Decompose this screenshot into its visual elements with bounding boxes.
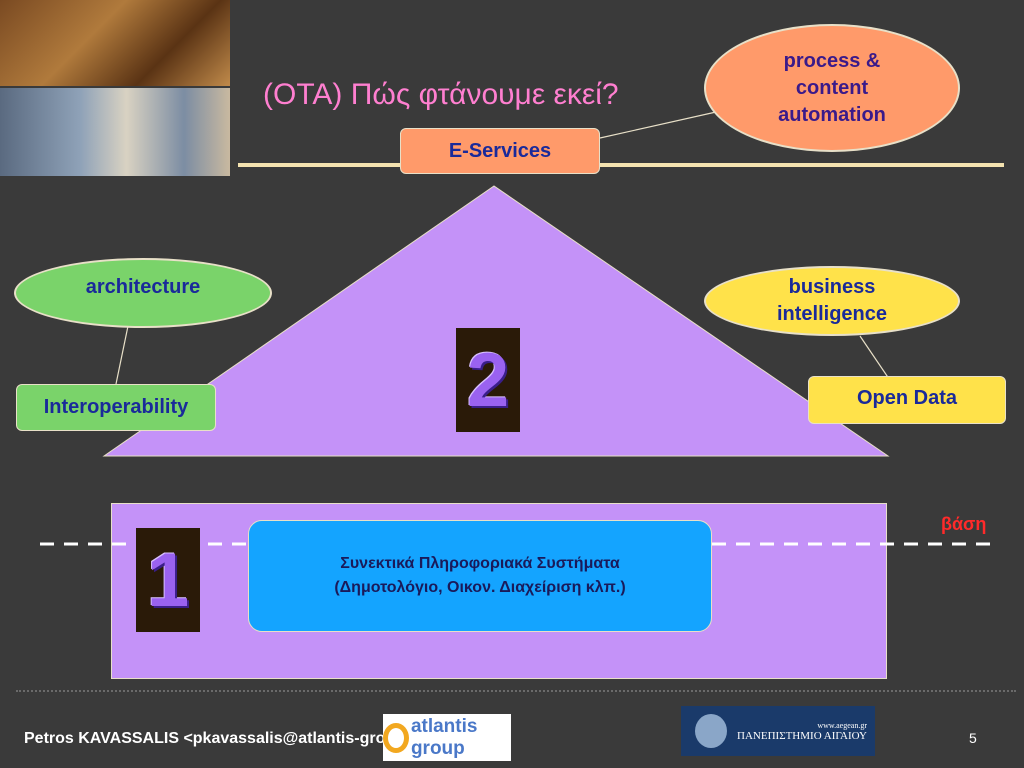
university-seal-icon	[695, 714, 727, 748]
core-systems-box: Συνεκτικά Πληροφοριακά Συστήματα (Δημοτο…	[248, 520, 712, 632]
open-data-box: Open Data	[808, 376, 1006, 424]
base-label: βάση	[941, 514, 987, 534]
roof-triangle	[102, 185, 890, 457]
slide-title: (ΟΤΑ) Πώς φτάνουμε εκεί?	[263, 78, 619, 111]
eservices-box: E-Services	[400, 128, 600, 174]
businessman-phone-photo	[0, 88, 230, 176]
interoperability-box: Interoperability	[16, 384, 216, 431]
author-credit: Petros KAVASSALIS <pkavassalis@atlantis-…	[24, 730, 435, 747]
connector-process	[599, 111, 717, 139]
atlantis-group-logo: atlantis group	[383, 714, 511, 761]
page-number: 5	[969, 730, 977, 746]
connector-architecture	[115, 325, 129, 385]
architecture-ellipse: architecture	[14, 258, 272, 328]
core-systems-line1: Συνεκτικά Πληροφοριακά Συστήματα	[340, 555, 620, 572]
atlantis-ring-icon	[383, 722, 409, 753]
footer-divider	[16, 690, 1016, 692]
core-systems-line2: (Δημοτολόγιο, Οικον. Διαχείριση κλπ.)	[334, 579, 626, 596]
level-1-number: 1	[136, 528, 200, 632]
title-divider	[238, 163, 1004, 167]
university-aegean-logo: www.aegean.gr ΠΑΝΕΠΙΣΤΗΜΙΟ ΑΙΓΑΙΟΥ	[681, 706, 875, 756]
business-intelligence-ellipse: business intelligence	[704, 266, 960, 336]
level-2-number: 2	[456, 328, 520, 432]
process-automation-ellipse: process & content automation	[704, 24, 960, 152]
meeting-photo	[0, 0, 230, 86]
